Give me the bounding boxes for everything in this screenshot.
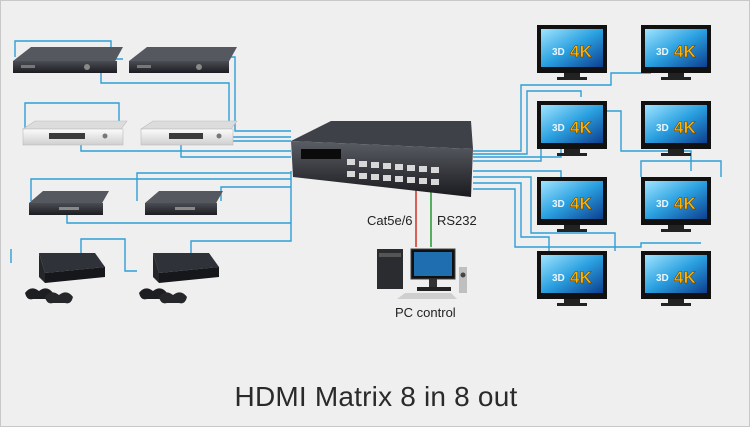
- input-line-9: [136, 172, 291, 201]
- display-4-tv: [641, 101, 711, 156]
- tv-badge-2: 3D 4K: [656, 42, 697, 62]
- tv-badge-3: 3D 4K: [552, 118, 593, 138]
- source-8-game-console: [139, 253, 219, 304]
- output-line-8: [473, 188, 701, 248]
- tv-badge-3d: 3D: [552, 273, 565, 284]
- source-7-game-console: [25, 253, 105, 304]
- tv-badge-8: 3D 4K: [656, 268, 697, 288]
- input-line-11: [80, 238, 137, 272]
- source-5-blu-ray-player: [29, 191, 109, 215]
- display-7-tv: [537, 251, 607, 306]
- output-lines: [473, 72, 722, 251]
- source-2-blu-ray-player: [129, 47, 237, 73]
- output-line-7: [473, 182, 550, 251]
- tv-badge-4k: 4K: [674, 194, 696, 213]
- tv-badge-1: 3D 4K: [552, 42, 593, 62]
- display-2-tv: [641, 25, 711, 80]
- display-8-tv: [641, 251, 711, 306]
- display-6-tv: [641, 177, 711, 232]
- input-line-2: [223, 56, 291, 132]
- tv-badge-4k: 4K: [674, 42, 696, 61]
- tv-badge-3d: 3D: [552, 199, 565, 210]
- tv-badge-3d: 3D: [552, 47, 565, 58]
- display-3-tv: [537, 101, 607, 156]
- display-5-tv: [537, 177, 607, 232]
- input-line-3: [100, 71, 291, 138]
- tv-badge-4k: 4K: [674, 268, 696, 287]
- pc-control-computer: [377, 248, 467, 299]
- tv-badge-6: 3D 4K: [656, 194, 697, 214]
- rs232-label: RS232: [437, 213, 477, 228]
- input-line-7: [180, 144, 291, 158]
- input-line-6: [80, 143, 291, 152]
- input-line-5: [24, 102, 120, 131]
- output-line-3: [473, 110, 692, 171]
- diagram-title: HDMI Matrix 8 in 8 out: [234, 381, 518, 412]
- tv-badge-4k: 4K: [570, 194, 592, 213]
- cat-cable-label: Cat5e/6: [367, 213, 413, 228]
- tv-badge-3d: 3D: [552, 123, 565, 134]
- display-1-tv: [537, 25, 607, 80]
- tv-badge-7: 3D 4K: [552, 268, 593, 288]
- input-line-8: [30, 178, 291, 201]
- tv-badge-5: 3D 4K: [552, 194, 593, 214]
- output-line-9: [640, 160, 722, 177]
- tv-badge-4: 3D 4K: [656, 118, 697, 138]
- tv-badge-4k: 4K: [570, 42, 592, 61]
- hdmi-matrix-unit: [291, 121, 473, 197]
- tv-badge-4k: 4K: [570, 118, 592, 137]
- tv-badge-4k: 4K: [570, 268, 592, 287]
- input-line-12: [190, 171, 292, 263]
- tv-badge-4k: 4K: [674, 118, 696, 137]
- output-line-2: [473, 90, 582, 155]
- source-6-blu-ray-player: [145, 191, 223, 215]
- output-line-6: [473, 176, 616, 251]
- tv-badge-3d: 3D: [656, 47, 669, 58]
- tv-badge-3d: 3D: [656, 273, 669, 284]
- source-4-dvd-player: [140, 120, 238, 146]
- output-line-1: [473, 72, 651, 152]
- tv-badge-3d: 3D: [656, 123, 669, 134]
- source-1-blu-ray-player: [13, 47, 123, 73]
- source-3-dvd-player: [22, 120, 128, 146]
- tv-badge-3d: 3D: [656, 199, 669, 210]
- input-lines: [10, 40, 292, 272]
- pc-control-label: PC control: [395, 305, 456, 320]
- input-line-10: [66, 186, 291, 224]
